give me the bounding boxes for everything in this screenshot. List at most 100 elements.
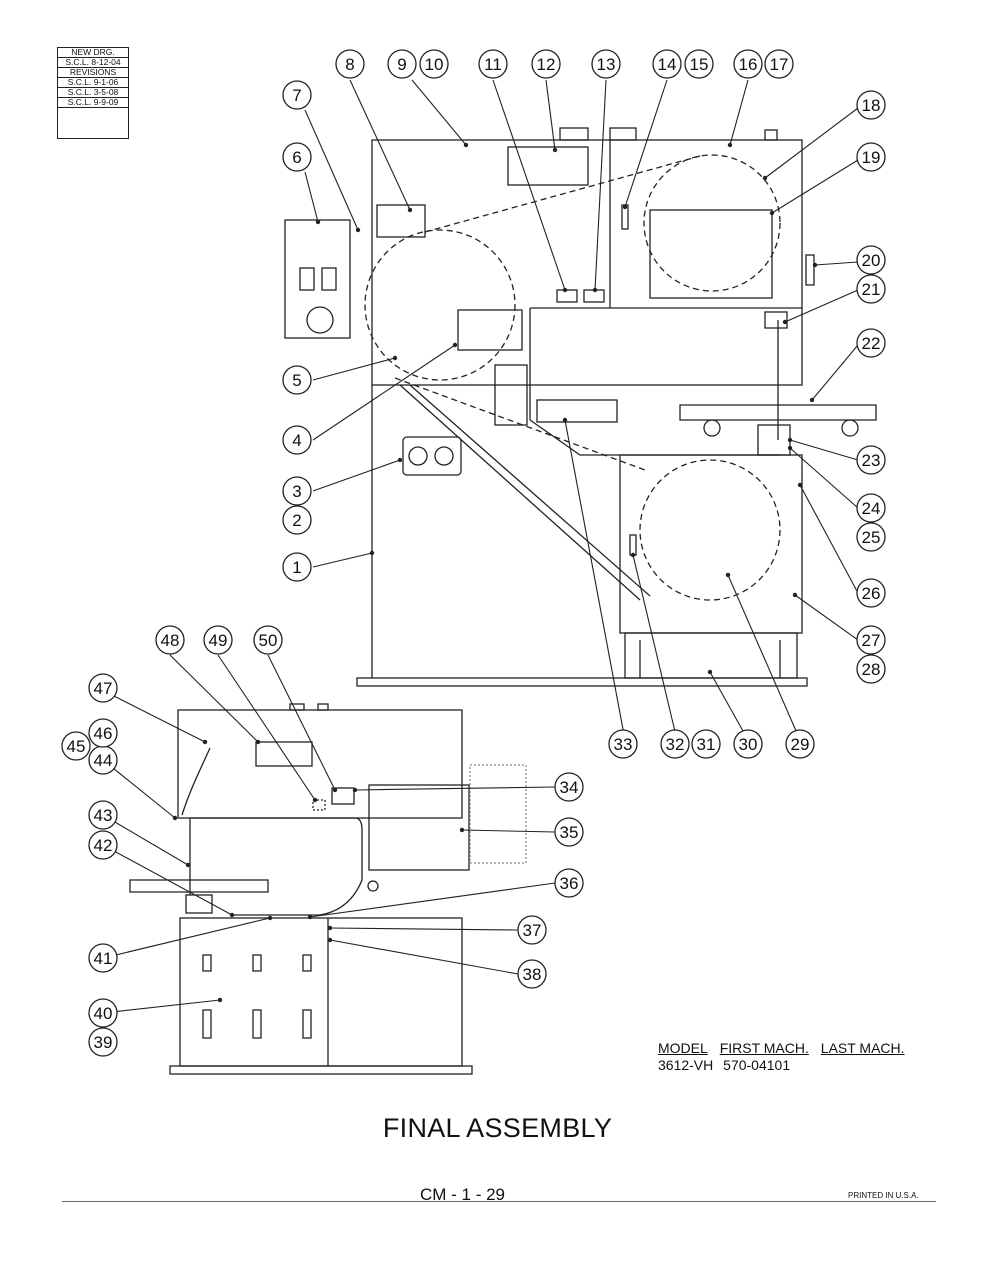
callout-circle: [608, 729, 638, 759]
callout-10: 10: [419, 49, 449, 79]
callout-circle: [282, 365, 312, 395]
column-brace: [399, 384, 641, 601]
guide-bracket: [536, 399, 618, 423]
callout-39: 39: [88, 1027, 118, 1057]
callout-circle: [282, 142, 312, 172]
callout-44: 44: [88, 745, 118, 775]
callout-number: 29: [791, 735, 810, 754]
callout-23: 23: [856, 445, 886, 475]
callout-number: 18: [862, 96, 881, 115]
callout-24: 24: [856, 493, 886, 523]
callout-13: 13: [591, 49, 621, 79]
callout-number: 47: [94, 679, 113, 698]
revision-block: NEW DRG. S.C.L. 8-12-04 REVISIONS S.C.L.…: [57, 47, 129, 139]
push-button-station: [402, 436, 462, 476]
callout-circle: [554, 772, 584, 802]
throat-lower: [529, 419, 780, 456]
callout-circle: [478, 49, 508, 79]
callout-41: 41: [88, 943, 118, 973]
side-motor-box: [368, 784, 470, 871]
callout-number: 20: [862, 251, 881, 270]
callout-28: 28: [856, 654, 886, 684]
callout-number: 7: [292, 86, 301, 105]
callout-circle: [660, 729, 690, 759]
callout-30: 30: [733, 729, 763, 759]
callout-9: 9: [387, 49, 417, 79]
blade-path: [424, 155, 701, 233]
callout-number: 19: [862, 148, 881, 167]
callout-circle: [155, 625, 185, 655]
lower-wheel: [639, 459, 781, 601]
callout-number: 1: [292, 558, 301, 577]
callout-40: 40: [88, 998, 118, 1028]
callout-31: 31: [691, 729, 721, 759]
push-button: [434, 446, 454, 466]
leader-arrowheads: [172, 142, 818, 1003]
top-tab: [559, 127, 589, 141]
callout-number: 22: [862, 334, 881, 353]
nameplate: [457, 309, 523, 351]
callout-number: 14: [658, 55, 677, 74]
callout-16: 16: [733, 49, 763, 79]
callout-11: 11: [478, 49, 508, 79]
callout-42: 42: [88, 830, 118, 860]
callout-22: 22: [856, 328, 886, 358]
callout-26: 26: [856, 578, 886, 608]
upper-left-wheel: [364, 229, 516, 381]
callout-number: 41: [94, 949, 113, 968]
callout-circle: [61, 731, 91, 761]
callout-7: 7: [282, 80, 312, 110]
side-lower-cabinet: [179, 917, 463, 1067]
callout-circle: [856, 625, 886, 655]
callout-number: 16: [739, 55, 758, 74]
callout-6: 6: [282, 142, 312, 172]
first-mach-value: 570-04101: [723, 1057, 791, 1073]
callout-circle: [387, 49, 417, 79]
callout-number: 2: [292, 511, 301, 530]
callout-circle: [691, 729, 721, 759]
callout-circle: [88, 830, 118, 860]
callout-circle: [253, 625, 283, 655]
side-top-tab: [317, 703, 329, 711]
side-switch: [331, 787, 355, 805]
callout-circle: [856, 328, 886, 358]
control-panel: [284, 219, 351, 339]
page-number: CM - 1 - 29: [420, 1185, 506, 1204]
callout-35: 35: [554, 817, 584, 847]
callout-number: 32: [666, 735, 685, 754]
work-table: [679, 404, 877, 421]
callout-number: 49: [209, 631, 228, 650]
push-button: [408, 446, 428, 466]
leader-lines: [102, 79, 859, 1014]
callout-circle: [856, 445, 886, 475]
callout-circle: [856, 90, 886, 120]
callout-circle: [88, 1027, 118, 1057]
side-vents: [202, 954, 312, 1039]
small-part: [629, 534, 637, 556]
callout-number: 21: [862, 280, 881, 299]
upper-head-housing: [371, 139, 803, 386]
callout-21: 21: [856, 274, 886, 304]
footer-rule: [62, 1201, 936, 1202]
callout-circle: [785, 729, 815, 759]
panel-gauge: [306, 306, 334, 334]
callout-45: 45: [61, 731, 91, 761]
side-cable: [181, 747, 211, 816]
callout-circle: [282, 552, 312, 582]
callout-number: 46: [94, 724, 113, 743]
trunnion: [841, 419, 859, 437]
band-saw-side-view: [129, 703, 527, 1075]
callout-circle: [856, 493, 886, 523]
callout-number: 28: [862, 660, 881, 679]
callout-2: 2: [282, 505, 312, 535]
callout-circle: [88, 718, 118, 748]
callout-circle: [203, 625, 233, 655]
callout-circle: [652, 49, 682, 79]
callout-8: 8: [335, 49, 365, 79]
panel-switch: [299, 267, 315, 291]
callout-number: 39: [94, 1033, 113, 1052]
callout-circle: [856, 274, 886, 304]
top-tab: [764, 129, 778, 141]
callout-5: 5: [282, 365, 312, 395]
callout-number: 35: [560, 823, 579, 842]
